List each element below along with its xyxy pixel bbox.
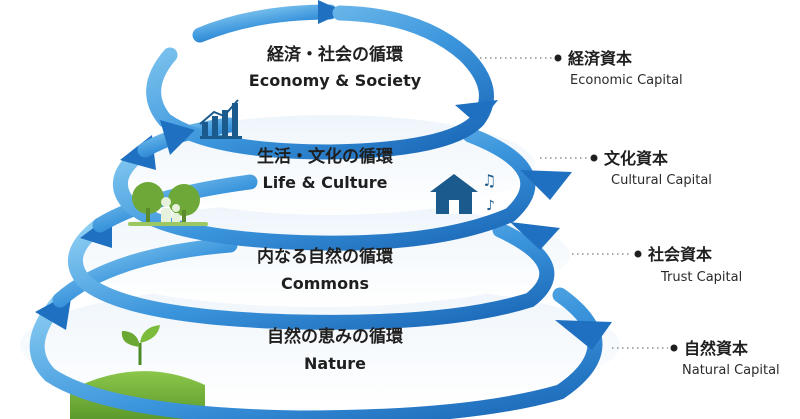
capital-title-jp: 経済資本 bbox=[568, 49, 632, 68]
cycle-label-life-culture: 生活・文化の循環 Life & Culture bbox=[257, 146, 394, 192]
cycle-title-jp: 生活・文化の循環 bbox=[257, 146, 394, 167]
capital-title-jp: 自然資本 bbox=[684, 339, 748, 358]
cycle-label-commons: 内なる自然の循環 Commons bbox=[257, 246, 394, 293]
house-music-icon: ♫ ♪ bbox=[430, 171, 496, 214]
cycle-label-economy: 経済・社会の循環 Economy & Society bbox=[249, 44, 422, 90]
sprout-icon bbox=[121, 325, 160, 365]
cycle-title-en: Life & Culture bbox=[263, 173, 388, 192]
capital-title-en: Natural Capital bbox=[682, 363, 780, 378]
cycle-title-en: Nature bbox=[304, 354, 366, 373]
capital-title-jp: 社会資本 bbox=[647, 245, 712, 264]
capital-trust: 社会資本 Trust Capital bbox=[647, 245, 742, 285]
bar-chart-icon bbox=[199, 99, 242, 139]
ring-economy bbox=[146, 0, 498, 160]
capital-natural: 自然資本 Natural Capital bbox=[682, 339, 780, 378]
cycle-title-jp: 内なる自然の循環 bbox=[257, 246, 394, 267]
cycle-title-en: Commons bbox=[281, 274, 369, 293]
leader-lines bbox=[480, 57, 668, 349]
svg-text:♫: ♫ bbox=[482, 171, 496, 190]
capital-title-en: Trust Capital bbox=[660, 270, 742, 285]
cycle-title-jp: 自然の恵みの循環 bbox=[267, 326, 404, 347]
cycle-title-jp: 経済・社会の循環 bbox=[267, 44, 404, 65]
capital-cultural: 文化資本 Cultural Capital bbox=[604, 149, 712, 188]
ring-nature bbox=[29, 237, 612, 419]
capital-economic: 経済資本 Economic Capital bbox=[568, 49, 683, 88]
cycle-title-en: Economy & Society bbox=[249, 71, 422, 90]
trees-family-icon bbox=[128, 182, 208, 226]
svg-text:♪: ♪ bbox=[486, 198, 495, 214]
capital-title-en: Cultural Capital bbox=[611, 173, 712, 188]
leader-bullets bbox=[554, 54, 678, 352]
capital-title-en: Economic Capital bbox=[570, 73, 683, 88]
cycle-label-nature: 自然の恵みの循環 Nature bbox=[267, 326, 404, 373]
capital-title-jp: 文化資本 bbox=[604, 149, 668, 168]
